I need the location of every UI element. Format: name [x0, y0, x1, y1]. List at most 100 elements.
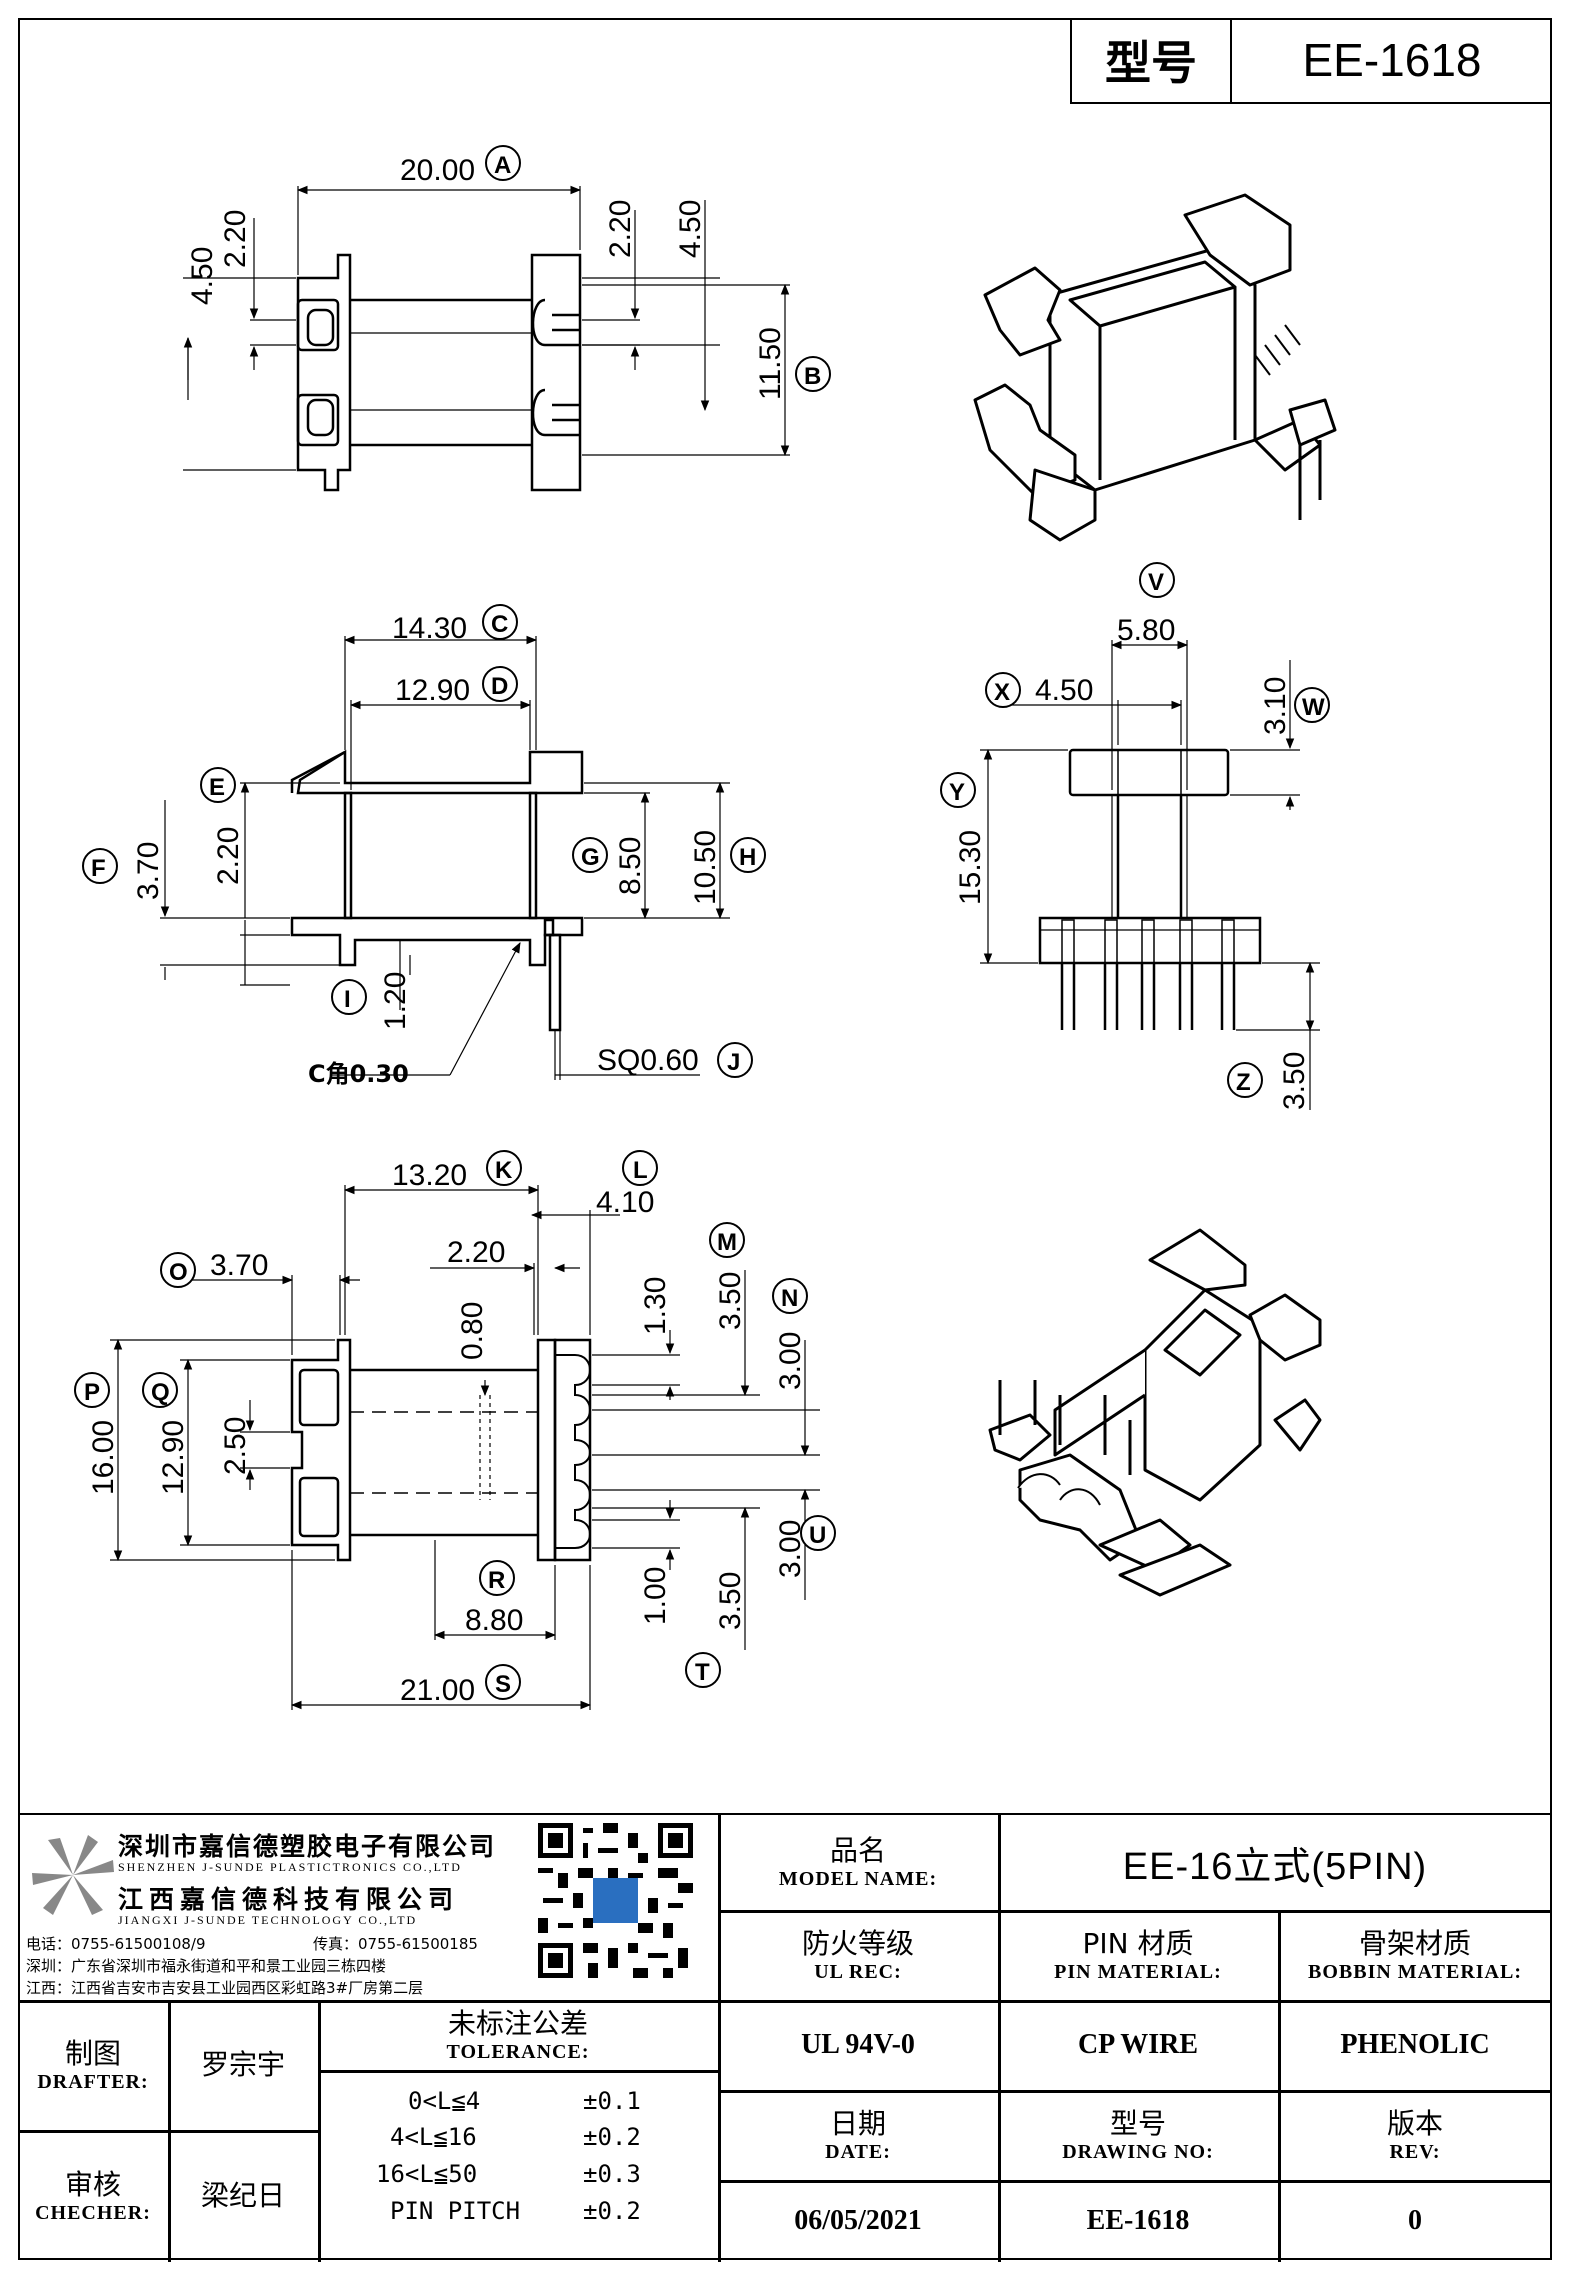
rev-header: 版本 REV:: [1278, 2090, 1552, 2180]
callout-letter: D: [491, 673, 508, 700]
callout-circle: [572, 837, 608, 873]
callout-letter: R: [488, 1567, 505, 1594]
callout-circle: [74, 1372, 110, 1408]
dim-text: 13.20: [392, 1159, 467, 1192]
dim-text: 3.50: [714, 1272, 747, 1330]
technical-drawing: 20.00 A 4.50 2.20 2.20 4.50 11.50 B: [74, 145, 1337, 1710]
bobbin-material-cn: 骨架材质: [1358, 1926, 1471, 1960]
tolerance-header: 未标注公差 TOLERANCE:: [318, 2000, 718, 2070]
callout-circle: [800, 1515, 836, 1551]
callout-circle: [1139, 562, 1175, 598]
date-en: DATE:: [825, 2140, 891, 2163]
callout-circle: [486, 1150, 522, 1186]
callout-circle: [482, 666, 518, 702]
dim-text: 16.00: [87, 1420, 120, 1495]
pin-material-value: CP WIRE: [998, 2000, 1278, 2090]
dim-text: 8.80: [465, 1604, 523, 1637]
dim-text: 8.50: [614, 837, 647, 895]
callout-letter: J: [727, 1049, 740, 1076]
callout-letter: S: [495, 1671, 511, 1698]
dim-text: 1.00: [639, 1567, 672, 1625]
dim-text: 14.30: [392, 612, 467, 645]
callout-letter: E: [209, 774, 225, 801]
callout-letter: Q: [151, 1379, 170, 1406]
drafter-value: 罗宗宇: [168, 2000, 318, 2130]
dim-text: 12.90: [157, 1420, 190, 1495]
date-header: 日期 DATE:: [718, 2090, 998, 2180]
callout-letter: W: [1302, 694, 1325, 721]
callout-circle: [1294, 687, 1330, 723]
bottom-view: [110, 1185, 820, 1710]
dim-text: 2.20: [604, 200, 637, 258]
callout-circle: [940, 772, 976, 808]
company-name-jiangxi-en: JIANGXI J-SUNDE TECHNOLOGY CO.,LTD: [118, 1913, 418, 1927]
pin-material-cn: PIN 材质: [1082, 1926, 1194, 1960]
table-divider: [1278, 1910, 1281, 2262]
drafter-en: DRAFTER:: [37, 2070, 149, 2093]
tolerance-cn: 未标注公差: [447, 2006, 588, 2040]
callout-circle: [709, 1222, 745, 1258]
checker-name: 梁纪日: [200, 2179, 285, 2212]
front-view: [160, 635, 730, 1080]
callout-letter: L: [633, 1157, 648, 1184]
rev-value: 0: [1278, 2180, 1552, 2262]
company-address-jiangxi: 江西：江西省吉安市吉安县工业园西区彩虹路3#厂房第二层: [26, 1979, 424, 1997]
callout-letter: X: [994, 679, 1010, 706]
ul-rating: UL 94V-0: [801, 2029, 915, 2060]
model-name-value: EE-16立式(5PIN): [998, 1815, 1552, 1910]
bottom-view-labels: 13.20 K L 4.10 O 3.70 2.20 M 0.80 1.30 3…: [74, 1150, 836, 1707]
date-cn: 日期: [829, 2106, 886, 2140]
model-name-en: MODEL NAME:: [778, 1868, 938, 1890]
drawing-no-value: EE-1618: [998, 2180, 1278, 2262]
callout-circle: [622, 1150, 658, 1186]
company-phone: 电话：0755-61500108/9: [26, 1935, 206, 1953]
callout-circle: [142, 1372, 178, 1408]
checker-en: CHECHER:: [35, 2201, 151, 2224]
callout-letter: Z: [1236, 1069, 1251, 1096]
callout-circle: [772, 1278, 808, 1314]
callout-circle: [717, 1042, 753, 1078]
tolerance-en: TOLERANCE:: [446, 2040, 590, 2063]
tolerance-range: 0<L≦4: [408, 2087, 481, 2115]
chamfer-note: C角0.30: [308, 1060, 409, 1088]
dim-text: 3.70: [132, 842, 165, 900]
dim-text: SQ0.60: [597, 1044, 699, 1077]
callout-circle: [482, 604, 518, 640]
dim-text: 2.20: [212, 827, 245, 885]
top-view: [183, 185, 790, 492]
title-block-table: 深圳市嘉信德塑胶电子有限公司 SHENZHEN J-SUNDE PLASTICT…: [18, 1813, 1552, 2262]
dim-text: 4.50: [1035, 674, 1093, 707]
isometric-view-bottom: [988, 1228, 1322, 1597]
checker-cn: 审核: [64, 2167, 121, 2201]
dim-text: 15.30: [954, 830, 987, 905]
table-divider: [318, 2000, 321, 2262]
callout-letter: H: [739, 844, 756, 871]
top-view-labels: 20.00 A 4.50 2.20 2.20 4.50 11.50 B: [186, 145, 831, 400]
date-value: 06/05/2021: [718, 2180, 998, 2262]
callout-circle: [479, 1560, 515, 1596]
tolerance-value: ±0.2: [583, 2197, 641, 2225]
ul-en: UL REC:: [814, 1960, 902, 1983]
company-fax: 传真：0755-61500185: [313, 1935, 478, 1953]
callout-letter: U: [809, 1522, 826, 1549]
tolerance-value: ±0.2: [583, 2123, 641, 2151]
callout-letter: K: [495, 1157, 513, 1184]
isometric-view-top: [973, 193, 1337, 542]
dim-text: 12.90: [395, 674, 470, 707]
qr-code: [538, 1823, 693, 1978]
callout-letter: C: [491, 611, 508, 638]
drafter-name: 罗宗宇: [200, 2048, 285, 2081]
dim-text: 20.00: [400, 154, 475, 187]
callout-letter: V: [1148, 569, 1164, 596]
dim-text: 1.30: [639, 1277, 672, 1335]
callout-circle: [200, 767, 236, 803]
table-divider: [718, 1815, 721, 2262]
pin-material-en: PIN MATERIAL:: [1054, 1960, 1222, 1983]
table-divider: [998, 1815, 1001, 2262]
callout-circle: [331, 979, 367, 1015]
dim-text: 2.50: [219, 1417, 252, 1475]
drafter-cn: 制图: [64, 2036, 121, 2070]
callout-letter: A: [494, 152, 511, 179]
pin-material-text: CP WIRE: [1077, 2029, 1199, 2060]
dim-text: 1.20: [379, 972, 412, 1030]
